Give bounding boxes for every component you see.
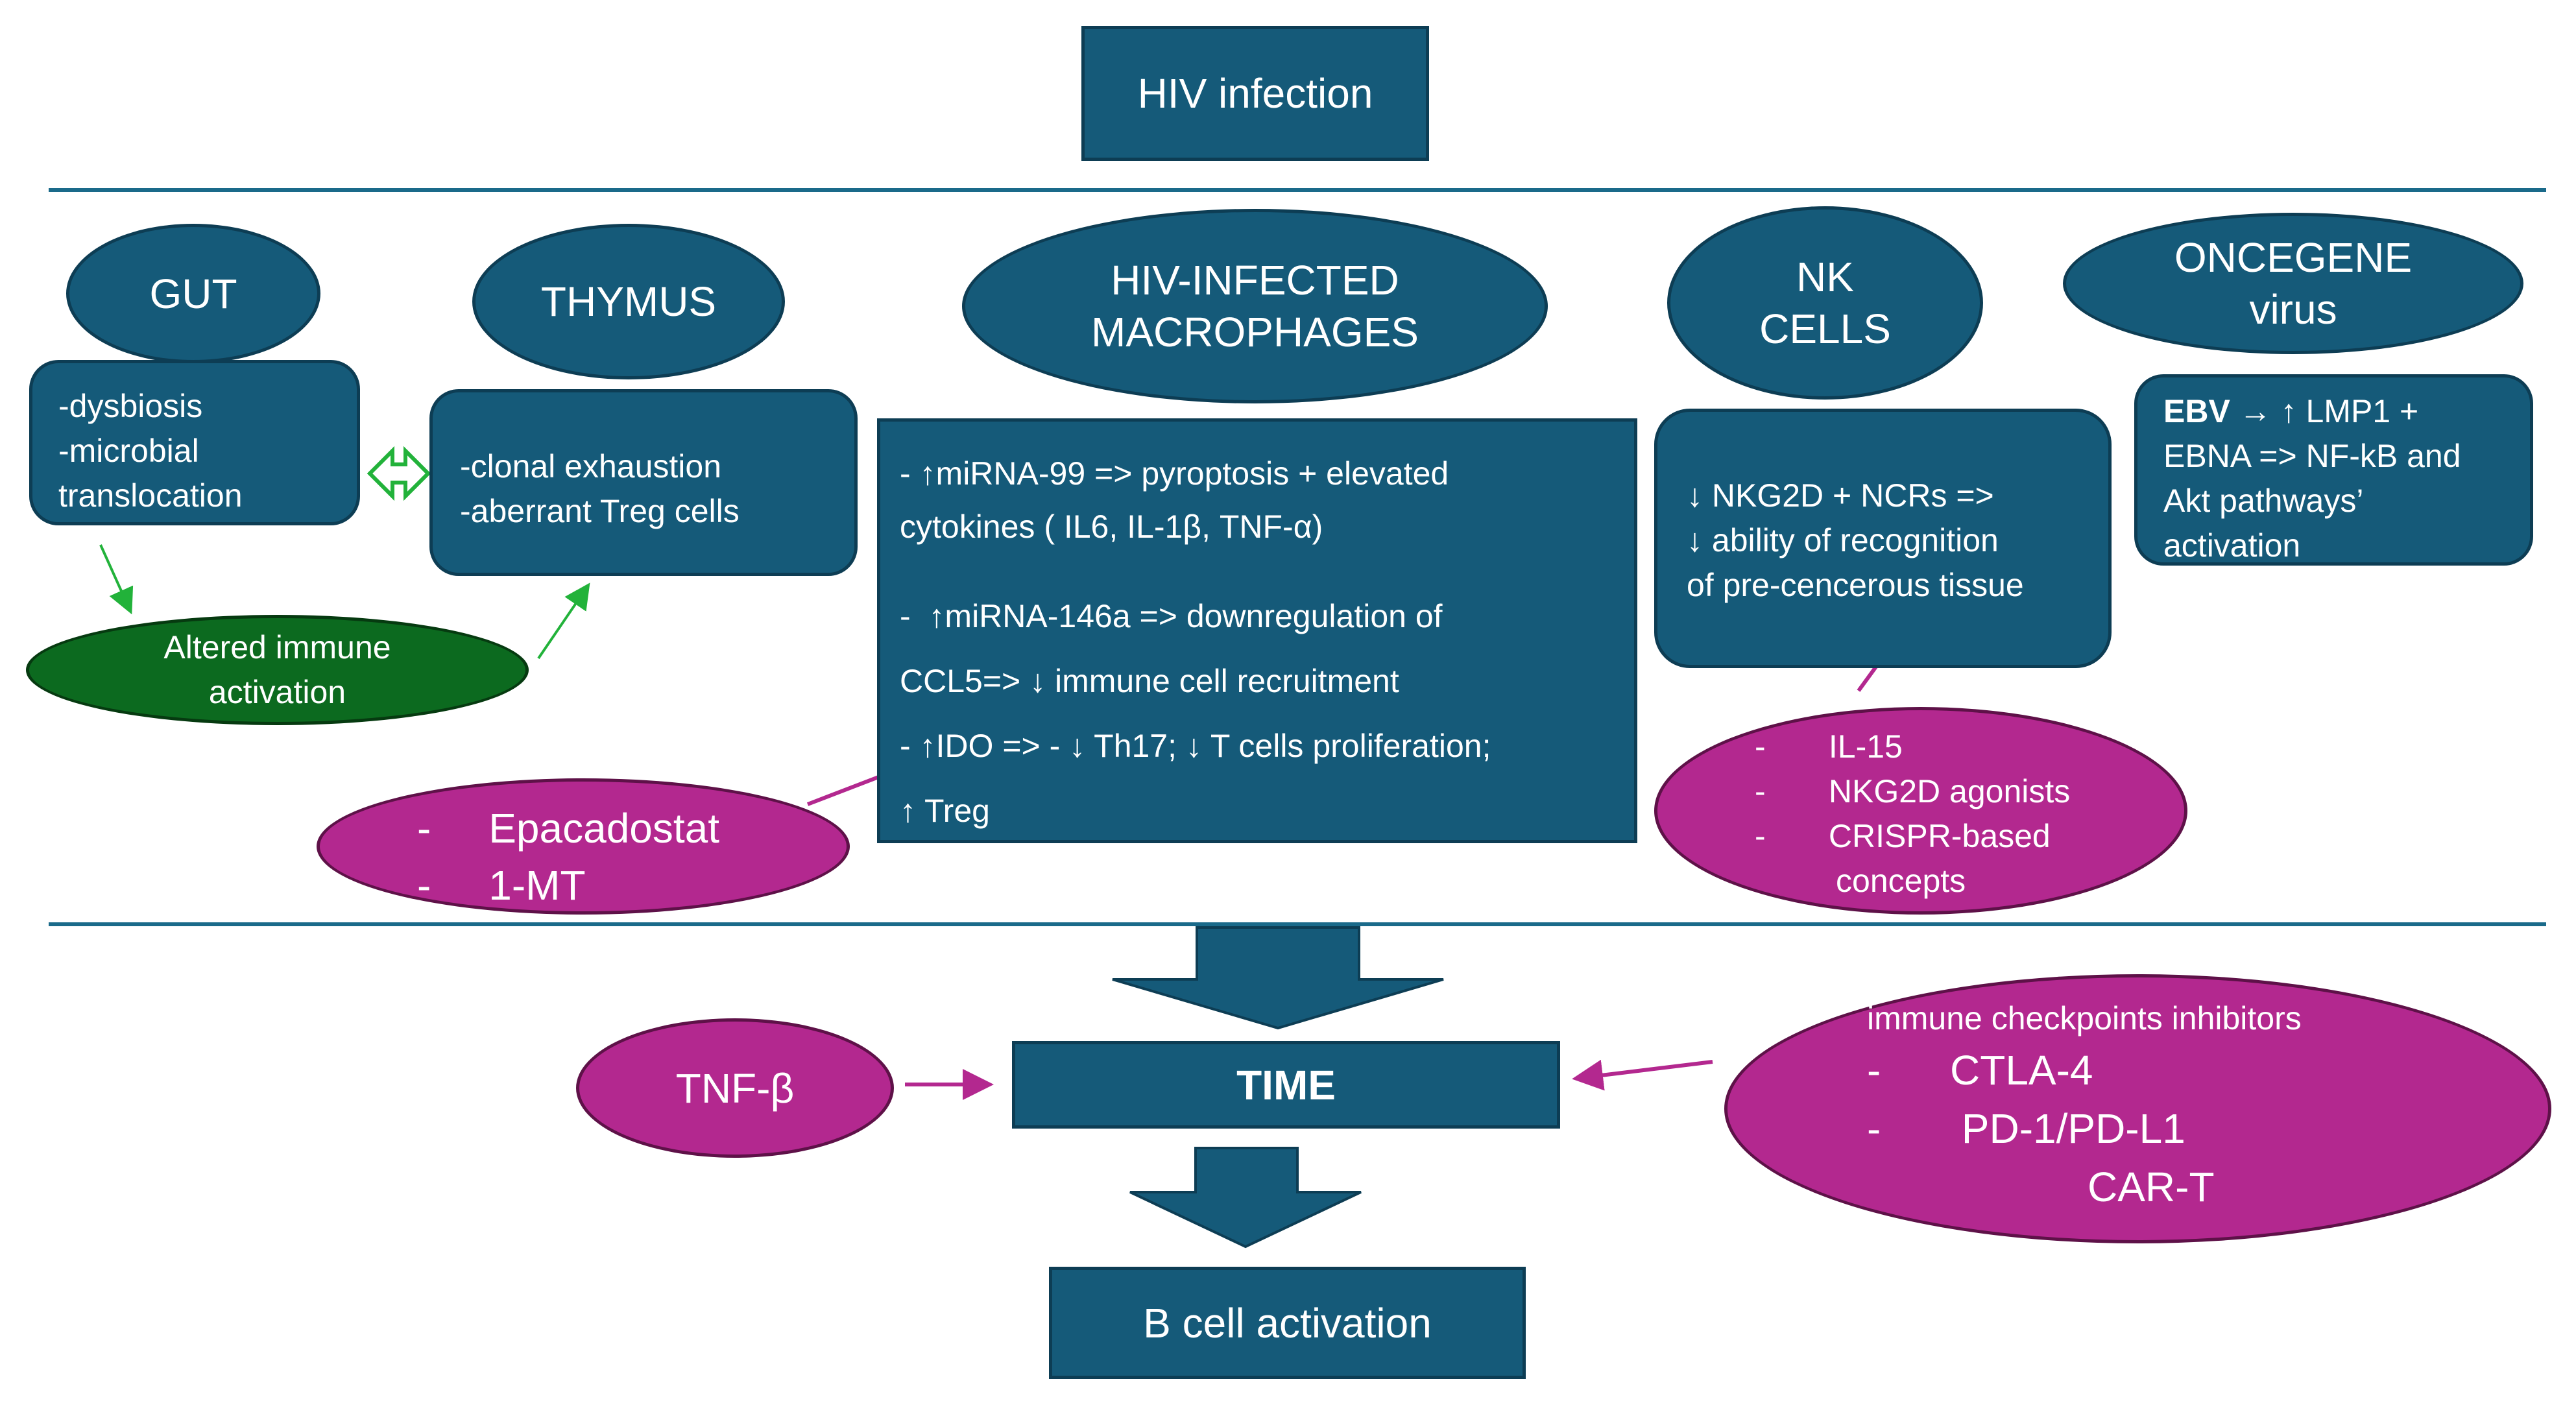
gut-label: GUT: [149, 270, 237, 317]
macrophages-effects-box: - ↑miRNA-99 => pyroptosis + elevated cyt…: [877, 418, 1637, 843]
ebv-effect-line: Akt pathways’: [2163, 483, 2364, 519]
drug-item: - 1-MT: [417, 862, 586, 909]
b-cell-activation-box: B cell activation: [1049, 1267, 1526, 1379]
ido-inhibitors-oval: - Epacadostat - 1-MT: [317, 778, 850, 915]
gut-effects-box: -dysbiosis -microbial translocation: [29, 360, 360, 525]
thymus-label: THYMUS: [540, 278, 717, 325]
b-cell-activation-label: B cell activation: [1143, 1299, 1432, 1347]
macro-effect-line: ↑ Treg: [900, 793, 990, 829]
nk-effect-line: ↓ ability of recognition: [1687, 522, 1999, 558]
checkpoint-item: - PD-1/PD-L1: [1867, 1105, 2185, 1152]
ebv-effect-line: → ↑ LMP1 +: [2230, 393, 2419, 429]
hiv-infection-label: HIV infection: [1137, 70, 1373, 117]
ebv-label: EBV: [2163, 393, 2230, 429]
gut-oval: GUT: [66, 224, 320, 363]
thymus-oval: THYMUS: [472, 224, 785, 379]
altered-line2: activation: [208, 674, 346, 710]
nk-label-line1: NK: [1796, 254, 1854, 300]
tnf-beta-oval: TNF-β: [576, 1018, 894, 1158]
time-label: TIME: [1236, 1061, 1336, 1108]
gut-effect-line: -dysbiosis: [58, 388, 203, 424]
macro-effect-line: cytokines ( IL6, IL-1β, TNF-α): [900, 509, 1323, 545]
hiv-infection-box: HIV infection: [1081, 26, 1429, 161]
thymus-effect-line: -clonal exhaustion: [460, 448, 722, 485]
oncogene-virus-oval: ONCEGENE virus: [2063, 213, 2523, 354]
macro-effect-line: CCL5=> ↓ immune cell recruitment: [900, 663, 1399, 699]
gut-to-altered-arrow: [99, 544, 134, 615]
drug-item: - Epacadostat: [417, 805, 720, 852]
thymus-effects-box: -clonal exhaustion -aberrant Treg cells: [429, 389, 858, 576]
oncogene-label-line1: ONCEGENE: [2174, 234, 2413, 281]
macro-effect-spacer: [900, 548, 1634, 584]
thymus-effect-line: -aberrant Treg cells: [460, 493, 740, 529]
macrophages-label-line1: HIV-INFECTED: [1111, 257, 1399, 304]
time-box: TIME: [1012, 1041, 1560, 1129]
gut-effect-line: -microbial: [58, 433, 199, 469]
therapy-item: - CRISPR-based: [1755, 818, 2051, 854]
nk-cells-oval: NK CELLS: [1667, 206, 1983, 400]
checkpoint-item: CAR-T: [2088, 1164, 2215, 1210]
nk-effect-line: of pre-cencerous tissue: [1687, 567, 2024, 603]
checkpoint-title: immune checkpoints inhibitors: [1867, 1000, 2302, 1036]
nk-effects-box: ↓ NKG2D + NCRs => ↓ ability of recogniti…: [1654, 409, 2112, 668]
nk-label-line2: CELLS: [1759, 305, 1891, 352]
therapy-item: - IL-15: [1755, 728, 1903, 765]
tnf-beta-label: TNF-β: [675, 1064, 795, 1112]
gut-effect-line: translocation: [58, 477, 243, 514]
checkpoint-inhibitors-oval: immune checkpoints inhibitors - CTLA-4 -…: [1724, 974, 2551, 1243]
macrophages-label-line2: MACROPHAGES: [1091, 309, 1419, 355]
altered-to-thymus-arrow: [537, 582, 590, 660]
ebv-effect-line: activation: [2163, 527, 2301, 564]
nk-therapies-oval: - IL-15 - NKG2D agonists - CRISPR-based …: [1654, 707, 2187, 915]
altered-immune-activation-oval: Altered immune activation: [26, 615, 529, 725]
oncogene-label-line2: virus: [2249, 286, 2337, 333]
checkpoint-to-time-arrow: [1572, 1059, 1713, 1091]
macro-effect-line: - ↑miRNA-146a => downregulation of: [900, 598, 1443, 634]
down-arrow-icon: [1112, 926, 1444, 1030]
macro-effect-line: - ↑IDO => - ↓ Th17; ↓ T cells proliferat…: [900, 728, 1491, 764]
ebv-effects-box: EBV → ↑ LMP1 + EBNA => NF-kB and Akt pat…: [2134, 374, 2533, 566]
bidirectional-arrow-icon: [367, 446, 431, 501]
nk-effect-line: ↓ NKG2D + NCRs =>: [1687, 477, 1994, 514]
ebv-effect-line: EBNA => NF-kB and: [2163, 438, 2461, 474]
therapy-item: concepts: [1755, 863, 1966, 899]
checkpoint-item: - CTLA-4: [1867, 1047, 2093, 1094]
macrophages-oval: HIV-INFECTED MACROPHAGES: [962, 209, 1548, 403]
down-arrow-icon: [1129, 1147, 1362, 1249]
therapy-item: - NKG2D agonists: [1755, 773, 2071, 809]
altered-line1: Altered immune: [163, 629, 391, 665]
macro-effect-line: - ↑miRNA-99 => pyroptosis + elevated: [900, 455, 1449, 492]
